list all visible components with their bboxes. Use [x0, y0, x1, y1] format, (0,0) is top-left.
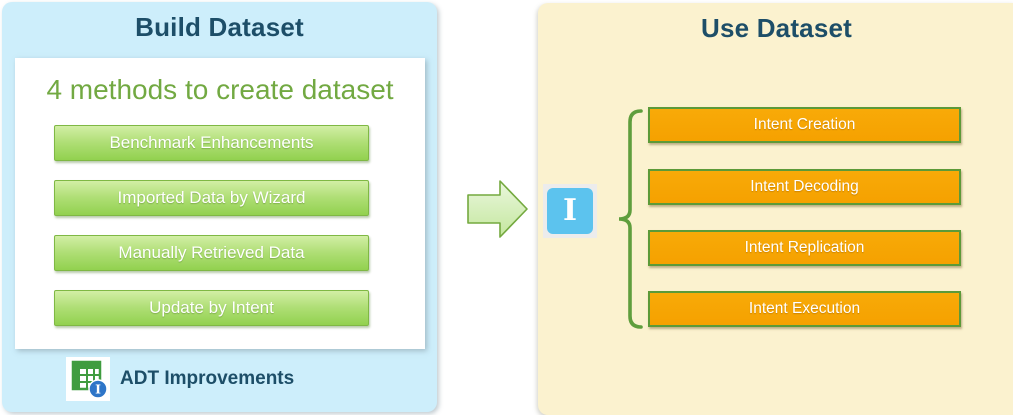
use-intent-decoding: Intent Decoding [648, 169, 961, 205]
use-intent-creation: Intent Creation [648, 107, 961, 143]
method-benchmark-enhancements: Benchmark Enhancements [54, 125, 369, 161]
use-intent-execution: Intent Execution [648, 291, 961, 327]
intent-icon-frame: I [543, 184, 597, 238]
use-intent-replication: Intent Replication [648, 230, 961, 266]
adt-improvements-row: I ADT Improvements [66, 357, 294, 401]
use-dataset-title: Use Dataset [700, 13, 853, 43]
adt-improvements-label: ADT Improvements [120, 368, 295, 389]
left-brace [618, 109, 643, 329]
method-update-by-intent: Update by Intent [54, 290, 369, 326]
table-info-icon: I [66, 357, 110, 401]
method-manually-retrieved-data: Manually Retrieved Data [54, 235, 369, 271]
build-dataset-title: Build Dataset [135, 12, 304, 42]
methods-heading: 4 methods to create dataset [46, 74, 394, 105]
intent-icon: I [547, 188, 593, 234]
methods-card: 4 methods to create dataset Benchmark En… [15, 58, 425, 349]
method-imported-data-by-wizard: Imported Data by Wizard [54, 180, 369, 216]
right-arrow-icon [467, 180, 528, 238]
use-dataset-panel: Use Dataset I Intent Creation Intent Dec… [538, 3, 1013, 415]
svg-text:I: I [95, 382, 101, 397]
build-dataset-panel: Build Dataset 4 methods to create datase… [2, 2, 437, 412]
